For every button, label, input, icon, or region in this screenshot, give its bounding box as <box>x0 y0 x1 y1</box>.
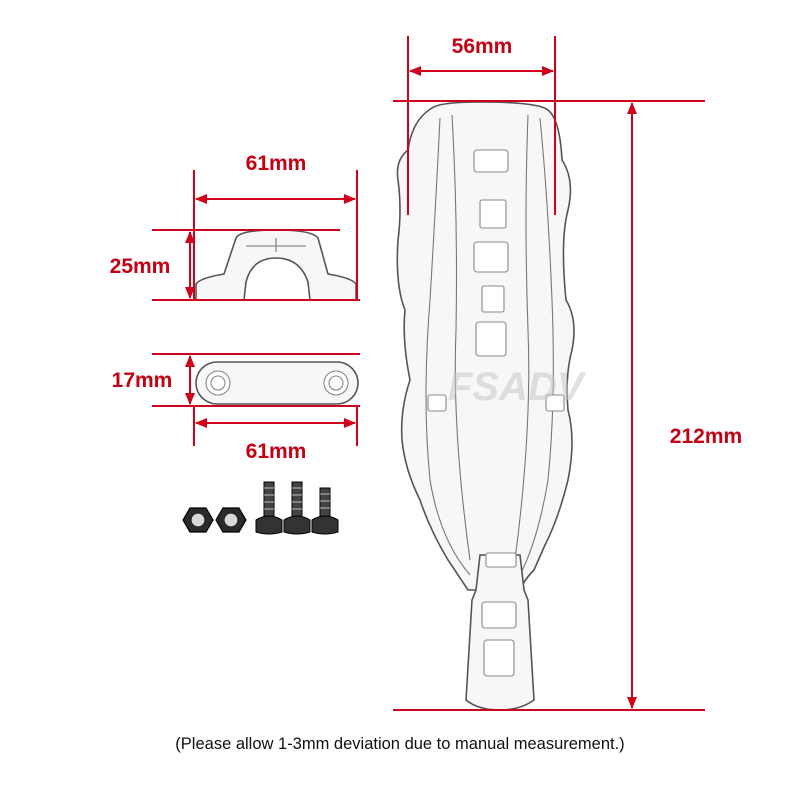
screw-icon <box>255 481 283 535</box>
nut-icon <box>215 507 247 533</box>
dimension-clamp-height: 25mm <box>110 229 360 301</box>
screw-icon <box>283 481 311 535</box>
dimension-label: 25mm <box>110 255 171 278</box>
plate-sketch <box>195 361 359 405</box>
dimension-label: 61mm <box>246 440 307 463</box>
hardware-sketch <box>182 481 339 535</box>
nut-icon <box>182 507 214 533</box>
dimension-top-width: 56mm <box>407 35 556 215</box>
dimension-total-height: 212mm <box>393 100 742 711</box>
dimension-plate-height: 17mm <box>112 353 360 407</box>
dimension-plate-width: 61mm <box>193 406 358 463</box>
watermark-text: FSADV <box>448 365 587 409</box>
dimension-label: 212mm <box>670 425 742 448</box>
measurement-note: (Please allow 1-3mm deviation due to man… <box>175 735 625 753</box>
dimension-label: 17mm <box>112 369 173 392</box>
dimension-label: 56mm <box>452 35 513 58</box>
bottle-holder-sketch <box>396 101 575 711</box>
screw-icon <box>311 487 339 535</box>
dimension-label: 61mm <box>246 152 307 175</box>
clamp-sketch <box>195 229 357 301</box>
